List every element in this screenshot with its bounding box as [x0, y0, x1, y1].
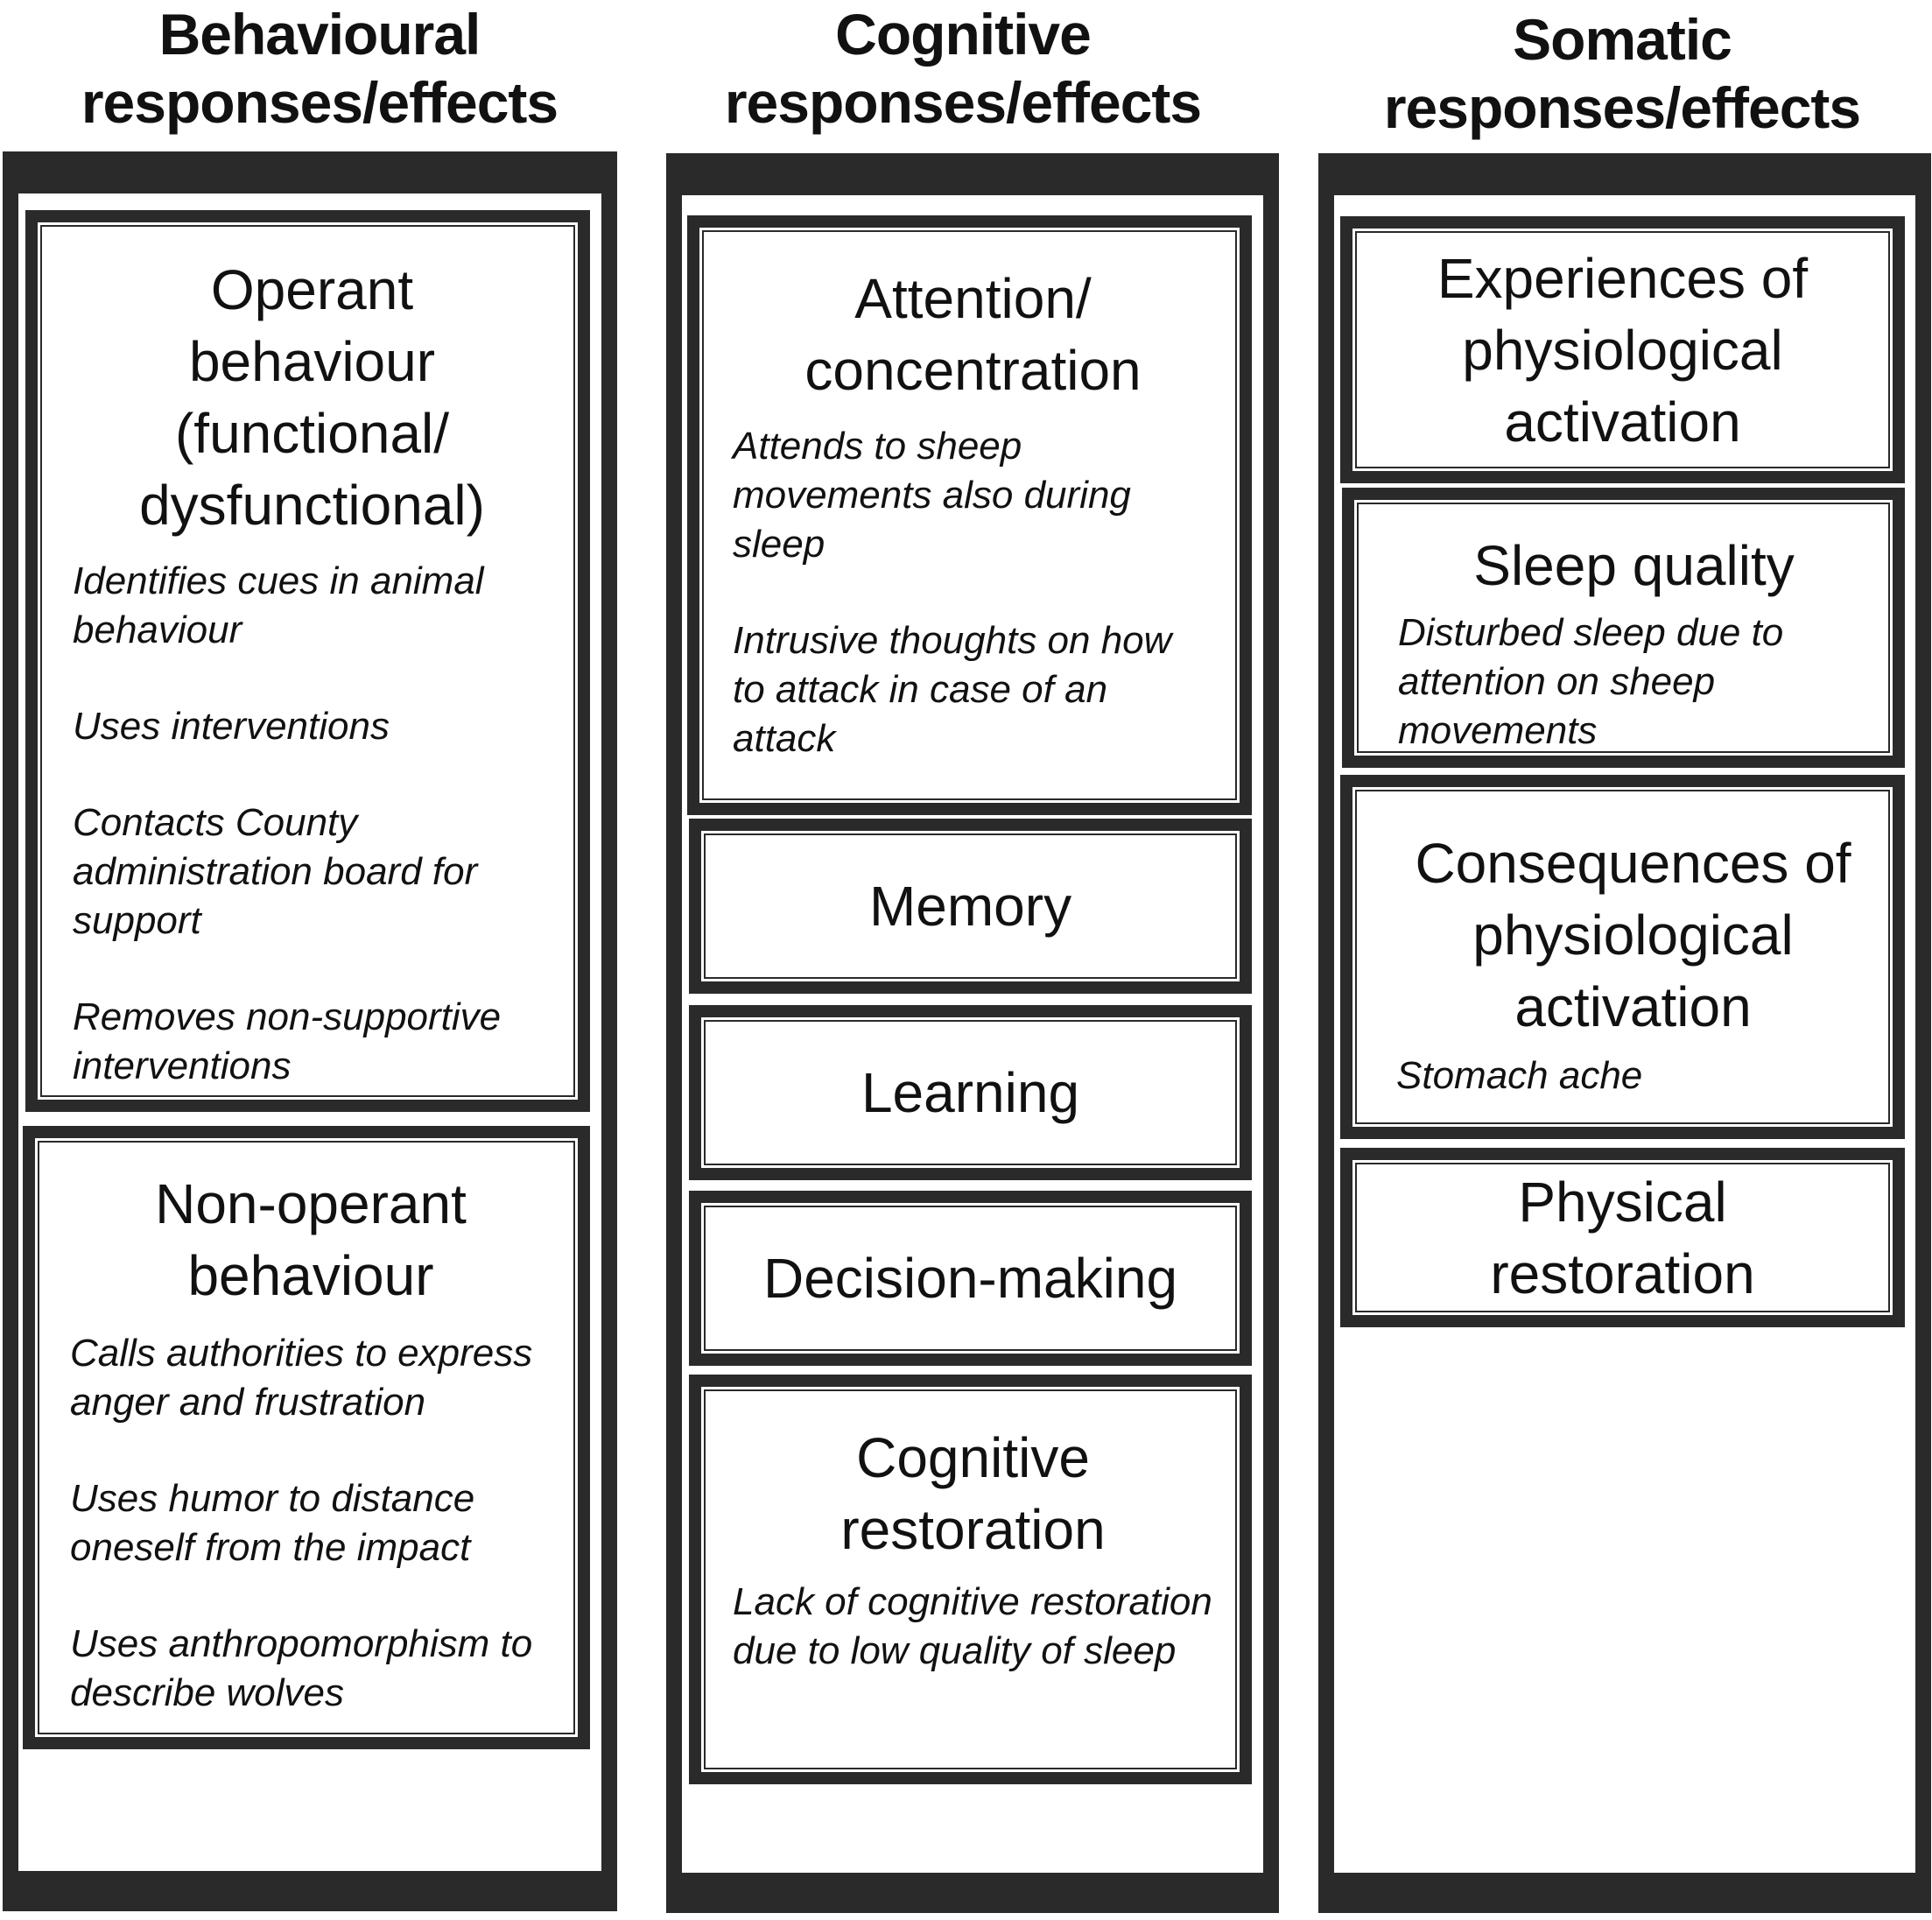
- box-title: Memory: [701, 870, 1240, 942]
- list-item: Attends to sheep movements also during s…: [733, 425, 1131, 566]
- box-non-operant-behaviour: Non-operant behaviour Calls authorities …: [23, 1126, 590, 1749]
- box-operant-behaviour: Operant behaviour (functional/ dysfuncti…: [25, 210, 590, 1112]
- box-title-line: behaviour: [188, 330, 436, 393]
- box-experiences-physiological-activation: Experiences of physiological activation: [1340, 216, 1905, 483]
- item-list: Identifies cues in animal behaviour Uses…: [73, 557, 551, 1091]
- list-item: Contacts County administration board for…: [73, 801, 478, 942]
- column-header-somatic: Somatic responses/effects: [1316, 5, 1928, 142]
- box-title-line: dysfunctional): [139, 474, 485, 537]
- box-title-line: Learning: [861, 1061, 1080, 1124]
- box-attention-concentration: Attention/ concentration Attends to shee…: [687, 215, 1252, 815]
- list-item: Lack of cognitive restoration due to low…: [733, 1580, 1212, 1672]
- box-title-line: restoration: [1490, 1241, 1755, 1305]
- list-item: Disturbed sleep due to attention on shee…: [1398, 611, 1784, 752]
- column-header-line: Somatic: [1513, 7, 1732, 72]
- item-list: Stomach ache: [1396, 1051, 1870, 1101]
- box-title-line: restoration: [840, 1498, 1106, 1561]
- column-header-line: Behavioural: [158, 2, 481, 67]
- item-list: Disturbed sleep due to attention on shee…: [1398, 608, 1870, 756]
- box-title-line: Experiences of: [1437, 246, 1809, 310]
- box-title: Decision-making: [701, 1242, 1240, 1314]
- box-title: Attention/ concentration: [733, 263, 1213, 406]
- box-title: Physical restoration: [1352, 1166, 1893, 1310]
- list-item: Calls authorities to express anger and f…: [70, 1332, 533, 1424]
- list-item: Identifies cues in animal behaviour: [73, 559, 484, 651]
- box-title-line: Attention/: [854, 267, 1092, 330]
- column-header-line: Cognitive: [835, 2, 1092, 67]
- column-header-behavioural: Behavioural responses/effects: [13, 0, 626, 137]
- column-header-line: responses/effects: [81, 70, 559, 135]
- box-learning: Learning: [689, 1005, 1252, 1180]
- box-title-line: Sleep quality: [1473, 534, 1795, 597]
- box-cognitive-restoration: Cognitive restoration Lack of cognitive …: [689, 1375, 1252, 1784]
- box-decision-making: Decision-making: [689, 1191, 1252, 1366]
- box-title-line: physiological: [1462, 318, 1783, 382]
- box-title-line: Non-operant: [155, 1172, 467, 1235]
- box-title: Experiences of physiological activation: [1352, 243, 1893, 458]
- box-title-line: (functional/: [174, 402, 450, 465]
- box-title-line: behaviour: [187, 1244, 434, 1307]
- box-title: Operant behaviour (functional/ dysfuncti…: [73, 254, 551, 541]
- item-list: Attends to sheep movements also during s…: [733, 422, 1213, 763]
- box-title-line: concentration: [804, 339, 1142, 402]
- column-header-cognitive: Cognitive responses/effects: [657, 0, 1269, 137]
- box-title-line: physiological: [1472, 904, 1794, 967]
- column-header-line: responses/effects: [1383, 75, 1861, 140]
- list-item: Stomach ache: [1396, 1054, 1643, 1097]
- box-title: Consequences of physiological activation: [1396, 827, 1870, 1043]
- box-title: Cognitive restoration: [733, 1422, 1213, 1565]
- box-title: Non-operant behaviour: [70, 1168, 551, 1312]
- list-item: Uses anthropomorphism to describe wolves: [70, 1622, 533, 1714]
- box-title-line: Physical: [1518, 1170, 1727, 1234]
- box-title-line: Memory: [868, 875, 1072, 938]
- box-title-line: Operant: [210, 258, 414, 321]
- item-list: Calls authorities to express anger and f…: [70, 1329, 551, 1718]
- box-title-line: activation: [1504, 390, 1741, 454]
- list-item: Removes non-supportive interventions: [73, 995, 502, 1087]
- box-title-line: activation: [1514, 975, 1752, 1038]
- list-item: Intrusive thoughts on how to attack in c…: [733, 619, 1172, 760]
- column-header-line: responses/effects: [724, 70, 1202, 135]
- box-consequences-physiological-activation: Consequences of physiological activation…: [1340, 775, 1905, 1139]
- box-title-line: Cognitive: [856, 1426, 1090, 1489]
- box-physical-restoration: Physical restoration: [1340, 1148, 1905, 1327]
- box-sleep-quality: Sleep quality Disturbed sleep due to att…: [1342, 488, 1905, 768]
- box-title: Sleep quality: [1398, 530, 1870, 601]
- list-item: Uses humor to distance oneself from the …: [70, 1477, 475, 1569]
- box-title-line: Decision-making: [762, 1247, 1178, 1310]
- list-item: Uses interventions: [73, 705, 390, 748]
- box-memory: Memory: [689, 819, 1252, 994]
- box-title: Learning: [701, 1057, 1240, 1129]
- item-list: Lack of cognitive restoration due to low…: [733, 1578, 1213, 1676]
- box-title-line: Consequences of: [1415, 832, 1851, 895]
